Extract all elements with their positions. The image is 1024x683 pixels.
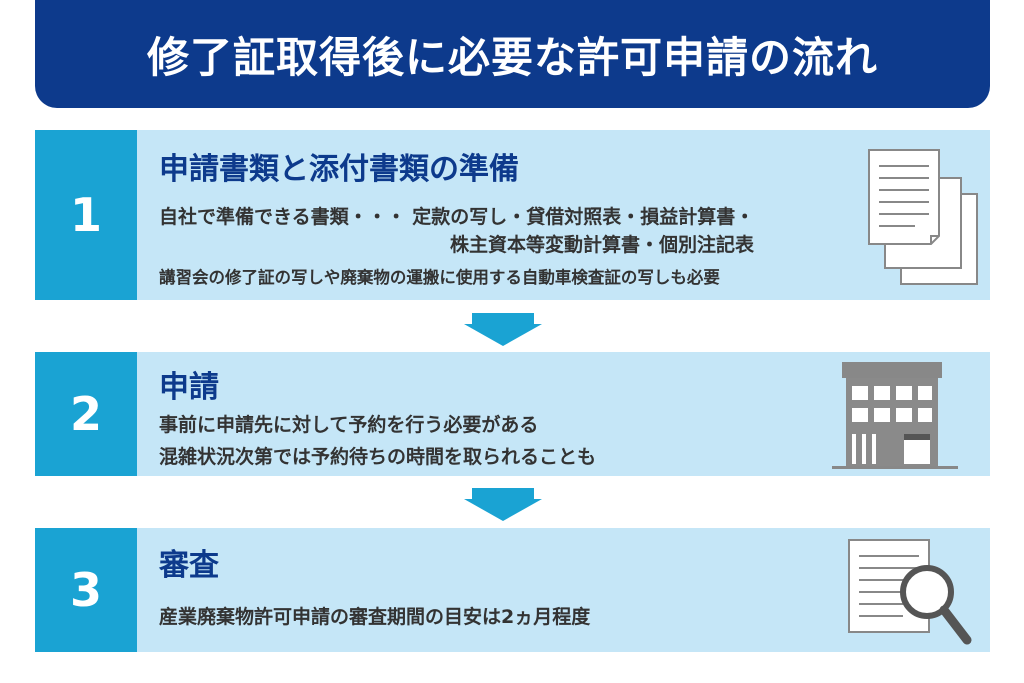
step-1-title: 申請書類と添付書類の準備 [159, 152, 519, 187]
documents-icon [868, 149, 978, 285]
step-3-panel: 3 審査 産業廃棄物許可申請の審査期間の目安は2ヵ月程度 [35, 528, 990, 652]
arrow-2-bar [472, 488, 534, 499]
building-icon [832, 362, 958, 469]
step-1-panel: 1 申請書類と添付書類の準備 自社で準備できる書類・・・ 定款の写し・貸借対照表… [35, 130, 990, 300]
step-1-number: 1 [35, 130, 137, 300]
arrow-2-icon [464, 499, 542, 521]
page-title: 修了証取得後に必要な許可申請の流れ [146, 32, 878, 82]
step-3-number: 3 [35, 528, 137, 652]
step-2-line-1: 事前に申請先に対して予約を行う必要がある [159, 414, 539, 436]
step-2-number: 2 [35, 352, 137, 476]
magnifier-document-icon [848, 539, 972, 645]
step-3-title: 審査 [159, 548, 219, 583]
step-2-line-2: 混雑状況次第では予約待ちの時間を取られることも [159, 446, 597, 468]
step-1-line-1: 自社で準備できる書類・・・ 定款の写し・貸借対照表・損益計算書・ [159, 206, 755, 228]
arrow-1-bar [472, 313, 534, 324]
header-banner: 修了証取得後に必要な許可申請の流れ [35, 0, 990, 108]
step-1-line-2: 株主資本等変動計算書・個別注記表 [450, 234, 755, 256]
step-3-line-1: 産業廃棄物許可申請の審査期間の目安は2ヵ月程度 [159, 606, 591, 628]
step-1-line-3: 講習会の修了証の写しや廃棄物の運搬に使用する自動車検査証の写しも必要 [159, 268, 720, 287]
step-2-title: 申請 [159, 370, 219, 405]
step-2-panel: 2 申請 事前に申請先に対して予約を行う必要がある 混雑状況次第では予約待ちの時… [35, 352, 990, 476]
arrow-1-icon [464, 324, 542, 346]
